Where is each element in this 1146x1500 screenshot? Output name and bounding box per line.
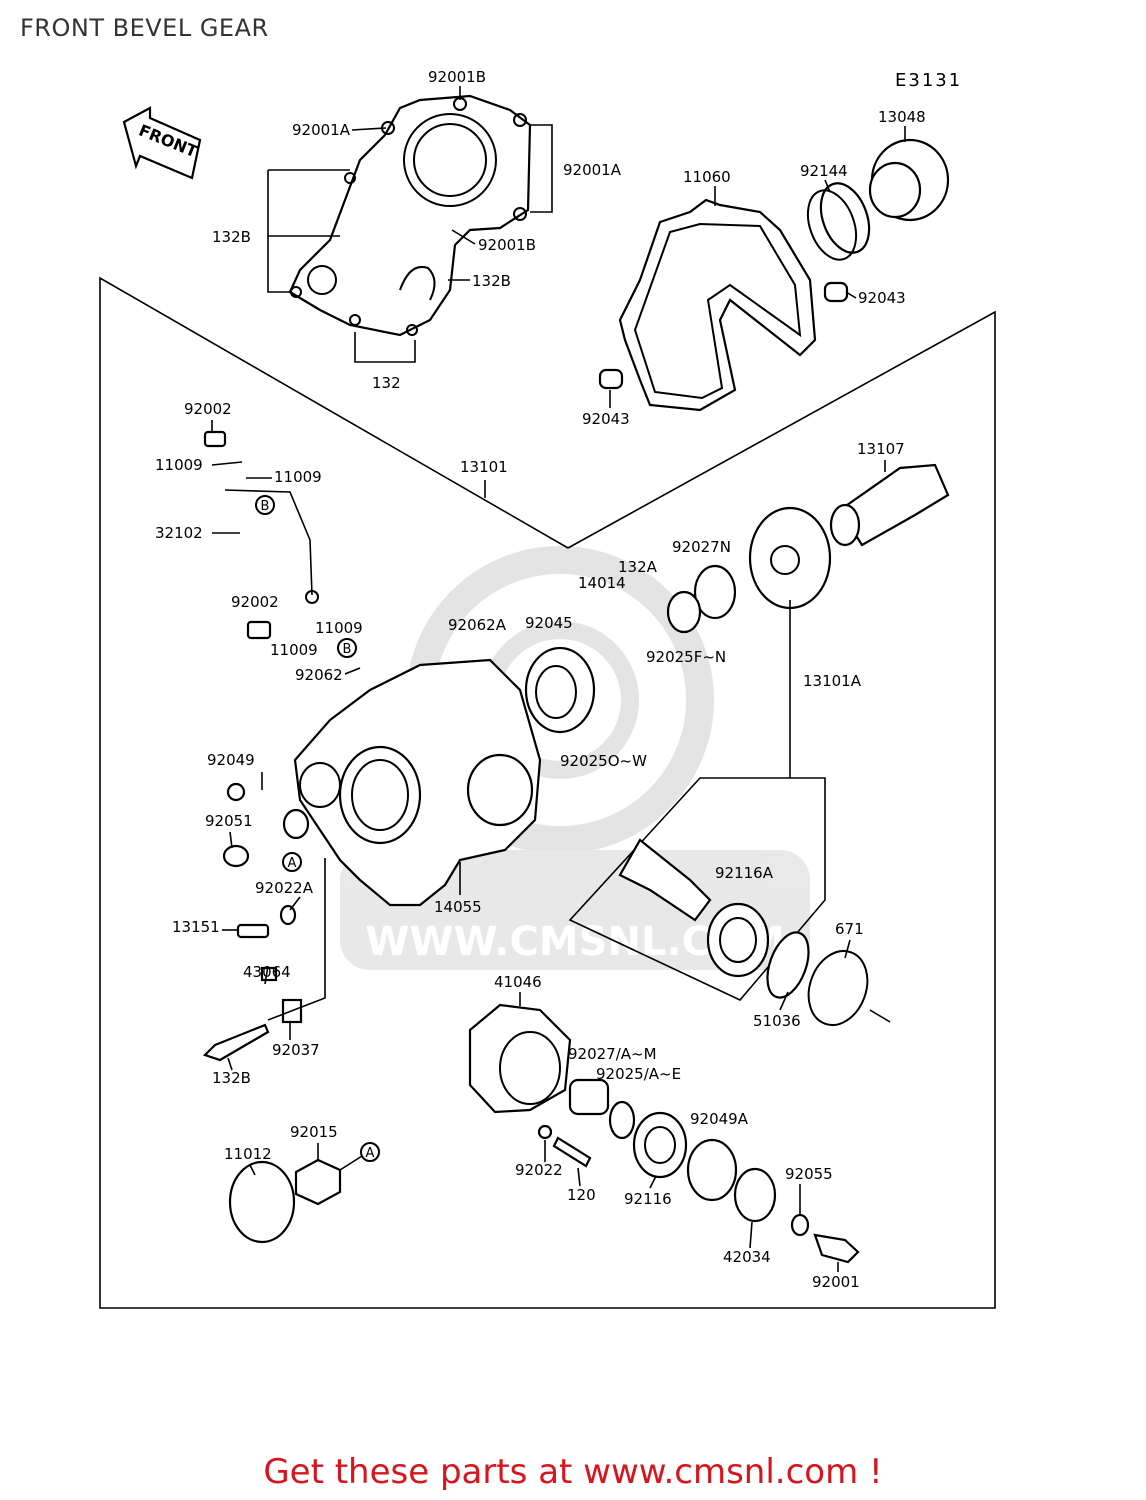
label-11060: 11060: [683, 168, 731, 186]
callout-markers: B B A A: [255, 495, 380, 1162]
label-32102: 32102: [155, 524, 203, 542]
label-92001-bottom: 92001: [812, 1273, 860, 1291]
gear-housing-14055: [293, 658, 542, 907]
output-shaft-gear: [748, 463, 950, 610]
front-direction-arrow: FRONT: [122, 106, 202, 180]
label-132B-left: 132B: [212, 228, 251, 246]
label-11009-a: 11009: [155, 456, 203, 474]
pinion-subassembly-frame: [568, 600, 891, 1026]
label-92002-top: 92002: [184, 400, 232, 418]
label-11009-b: 11009: [274, 468, 322, 486]
label-92027-A-M: 92027/A~M: [568, 1045, 657, 1063]
label-92027N: 92027N: [672, 538, 731, 556]
bearing-housing-41046: [468, 1003, 860, 1264]
label-92055: 92055: [785, 1165, 833, 1183]
label-132: 132: [372, 374, 401, 392]
footer-parts-link[interactable]: Get these parts at www.cmsnl.com !: [263, 1452, 883, 1492]
label-92043-left: 92043: [582, 410, 630, 428]
drive-flange-set: [598, 138, 950, 390]
label-92025O-W: 92025O~W: [560, 752, 647, 770]
label-132B-bottom: 132B: [212, 1069, 251, 1087]
leader-lines: [211, 86, 906, 1272]
label-92001A-right: 92001A: [563, 161, 622, 179]
callout-b-1: B: [261, 499, 270, 514]
label-11009-d: 11009: [270, 641, 318, 659]
label-92001A-left: 92001A: [292, 121, 351, 139]
label-11012: 11012: [224, 1145, 272, 1163]
label-92051: 92051: [205, 812, 253, 830]
label-92037: 92037: [272, 1041, 320, 1059]
label-92062A: 92062A: [448, 616, 507, 634]
label-92116A: 92116A: [715, 864, 774, 882]
main-assembly-frame: [99, 276, 996, 1309]
label-13101A: 13101A: [803, 672, 862, 690]
shim-rings: [666, 564, 737, 634]
bearing-92045: [524, 646, 596, 734]
label-92022: 92022: [515, 1161, 563, 1179]
label-13101: 13101: [460, 458, 508, 476]
page-title: FRONT BEVEL GEAR: [20, 14, 269, 42]
label-92043-right: 92043: [858, 289, 906, 307]
callout-a-1: A: [288, 856, 297, 871]
label-92049A: 92049A: [690, 1110, 749, 1128]
label-41046: 41046: [494, 973, 542, 991]
label-92062: 92062: [295, 666, 343, 684]
label-42034: 42034: [723, 1248, 771, 1266]
label-92001B-mid: 92001B: [478, 236, 536, 254]
label-120: 120: [567, 1186, 596, 1204]
callout-b-2: B: [343, 642, 352, 657]
label-92015: 92015: [290, 1123, 338, 1141]
label-132B-right: 132B: [472, 272, 511, 290]
label-92144: 92144: [800, 162, 848, 180]
small-hardware: [202, 430, 592, 1244]
label-132A: 132A: [618, 558, 658, 576]
label-13048: 13048: [878, 108, 926, 126]
label-92025-A-E: 92025/A~E: [596, 1065, 681, 1083]
label-92002-mid: 92002: [231, 593, 279, 611]
label-92049: 92049: [207, 751, 255, 769]
label-13107: 13107: [857, 440, 905, 458]
label-14014: 14014: [578, 574, 626, 592]
label-92045: 92045: [525, 614, 573, 632]
label-14055: 14055: [434, 898, 482, 916]
label-51036: 51036: [753, 1012, 801, 1030]
label-92001B-top: 92001B: [428, 68, 486, 86]
diagram-code: E3131: [895, 70, 962, 91]
label-13151: 13151: [172, 918, 220, 936]
callout-a-2: A: [366, 1146, 375, 1161]
label-11009-c: 11009: [315, 619, 363, 637]
part-labels: 92001B 92001A 92001A 132B 92001B 132B 13…: [155, 68, 926, 1291]
gear-case-cover: [267, 94, 553, 363]
label-92116: 92116: [624, 1190, 672, 1208]
gasket-11060: [618, 198, 817, 412]
label-92025F-N: 92025F~N: [646, 648, 726, 666]
label-671: 671: [835, 920, 864, 938]
label-92022A: 92022A: [255, 879, 314, 897]
